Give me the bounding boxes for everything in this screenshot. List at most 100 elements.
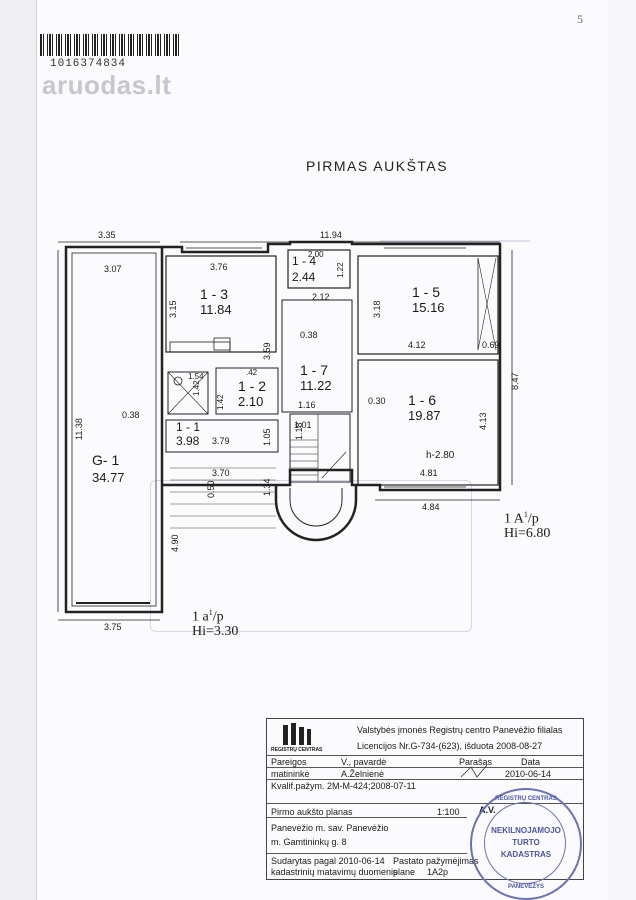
lower-level-hi: Hi=3.30 [192,624,239,639]
dim-r12-d: 1.42 [216,394,225,410]
lower-level-label: 1 a1/p [192,608,224,626]
room-id-1-6: 1 - 6 [408,392,437,408]
dim-r13-top: 3.76 [210,262,228,272]
bleed-through-line [380,200,530,242]
license: Licencijos Nr.G-734-(623), išduota 2008-… [357,741,543,751]
dim-r15-small: 0.69 [482,340,500,350]
dim-r16-gap: 0.30 [368,396,386,406]
compiled-line-1: Sudarytas pagal 2010-06-14 [271,856,385,866]
dim-stair-b: 1.18 [294,422,304,440]
bleed-through-outline [150,480,472,632]
kval-label: Kvalif.pažym. [271,781,325,791]
signature-icon [460,764,488,778]
room-height: h-2.80 [426,450,455,461]
page-number: 5 [577,12,583,26]
room-id-1-2: 1 - 2 [238,378,267,394]
dim-porch-c: 1.34 [262,478,272,496]
dim-r16-bottom: 4.81 [420,468,438,478]
dim-r14-bottom: 2.12 [312,292,330,302]
lower-level-code: 1 a [192,609,209,625]
compiled-line-2: kadastrinių matavimų duomenis [271,867,398,877]
dim-overall-right: 8.47 [510,372,520,390]
certificate-line-1: Pastato pažymėjimas [393,856,479,866]
dim-top-left: 3.35 [98,230,116,240]
room-area-1-7: 11.22 [300,378,332,393]
dim-corridor-a: 0.38 [300,330,318,340]
room-id-1-7: 1 - 7 [300,362,329,378]
dim-stair-a: 1.01 [294,420,312,430]
dim-r15-bottom: 4.12 [408,340,426,350]
title-block: REGISTRŲ CENTRAS Valstybės įmonės Regist… [266,718,584,880]
room-area-1-6: 19.87 [408,408,441,423]
room-id-1-1: 1 - 1 [176,420,201,434]
upper-level-label: 1 A1/p [504,510,539,528]
barcode-number: 1016374834 [50,58,127,70]
stamp-line-1: NEKILNOJAMOJO [491,826,561,835]
dim-g1-bottom: 3.75 [104,622,122,632]
upper-level-sup: 1 [523,510,528,519]
dim-g1-top: 3.07 [104,264,122,274]
scale: 1:100 [437,807,460,817]
certificate-line-2: plane [393,867,416,877]
dim-g1-height: 11.38 [74,418,84,440]
stamp-line-3: KADASTRAS [500,850,552,859]
dim-r12-a: .42 [246,368,258,377]
address-line-2: m. Gamtininkų g. 8 [271,837,347,847]
barcode [40,34,180,56]
kval-value: 2M-M-424;2008-07-11 [327,781,416,791]
room-area-g1: 34.77 [92,470,125,485]
room-area-1-5: 15.16 [412,300,445,315]
dim-outer-bottom: 4.84 [422,502,440,512]
plan-name: Pirmo aukšto planas [271,807,353,817]
surveyor-name: A.Želnienė [341,769,385,779]
stamp-bottom-text: PANEVĖŽYS [508,884,544,890]
dim-r14-a: 2.00 [308,250,324,259]
dim-r12-b: 1.54 [188,372,204,381]
dim-g1-gap: 0.38 [122,410,140,420]
room-id-1-5: 1 - 5 [412,284,441,300]
room-id-1-4: 1 - 4 [292,254,317,268]
role: matininkė [271,769,310,779]
plan-title: PIRMAS AUKŠTAS [306,158,449,174]
dim-r17-inner: 1.16 [298,400,316,410]
logo-caption: REGISTRŲ CENTRAS [271,747,323,753]
upper-level-suffix: /p [527,511,539,527]
dim-r12-c: 1.42 [192,380,201,396]
lower-level-suffix: /p [212,609,224,625]
left-margin-strip [0,0,36,900]
stamp-outer-text: REGISTRŲ CENTRAS [495,796,557,802]
dim-r15-side: 3.18 [372,300,382,318]
upper-level-hi: Hi=6.80 [504,526,551,541]
dim-corridor-b: 3.59 [262,342,272,360]
header-parasas: Parašas [459,757,493,767]
document-sheet [36,0,608,900]
header-vardas: V., pavardė [341,757,387,767]
certificate-code: 1A2p [427,867,449,877]
dim-porch-a: 3.70 [212,468,230,478]
dim-r11-b: 1.05 [262,428,272,446]
lower-level-sup: 1 [208,608,213,617]
room-id-1-3: 1 - 3 [200,286,229,302]
room-area-1-3: 11.84 [200,302,232,317]
header-pareigos: Pareigos [271,757,307,767]
dim-r14-b: 1.22 [336,262,345,278]
sign-date: 2010-06-14 [505,769,552,779]
watermark-logo: aruodas.lt [42,70,172,100]
dim-r13-side: 3.15 [168,300,178,318]
room-area-1-2: 2.10 [238,394,264,409]
room-area-1-4: 2.44 [292,270,316,284]
org-name: Valstybės įmonės Registrų centro Panevėž… [357,725,563,735]
dim-top-total: 11.94 [320,230,342,240]
registry-logo-icon [283,723,311,745]
room-id-g1: G- 1 [92,452,120,468]
stamp-line-2: TURTO [512,838,540,847]
address-line-1: Panevėžio m. sav. Panevėžio [271,823,389,833]
official-stamp: REGISTRŲ CENTRAS NEKILNOJAMOJO TURTO KAD… [470,788,582,900]
upper-level-code: 1 A [504,511,524,527]
dim-r16-side: 4.13 [478,412,488,430]
dim-porch-b: 0.50 [206,480,216,498]
stamp-inner-ring [484,802,566,884]
dim-r11-a: 3.79 [212,436,230,446]
header-data: Data [521,757,541,767]
